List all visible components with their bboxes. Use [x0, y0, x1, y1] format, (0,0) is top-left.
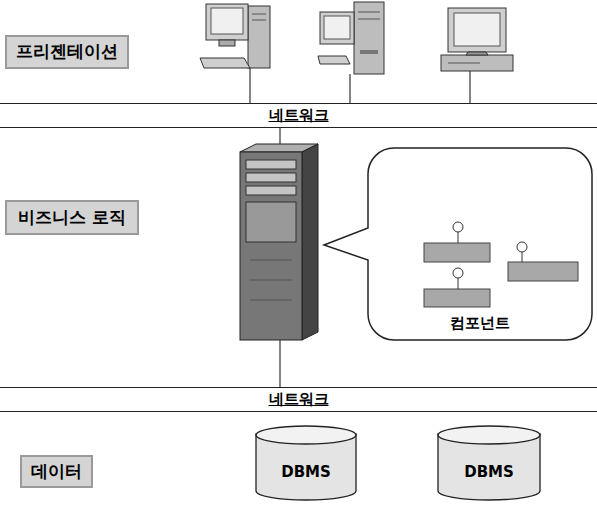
- computer-icon-part: [248, 6, 270, 68]
- tier-label: 데이터: [20, 455, 93, 488]
- callout-bubble: 컴포넌트: [368, 148, 592, 340]
- component-icon: [508, 242, 578, 281]
- computer-icon-part: [448, 63, 480, 64]
- computer-icon-part: [318, 56, 350, 64]
- server-icon-part: [250, 300, 292, 301]
- tier-name: 데이터: [31, 462, 82, 482]
- callout-label: 컴포넌트: [450, 315, 510, 332]
- server-icon-part: [246, 186, 296, 195]
- computer-icon-part: [360, 50, 378, 54]
- computer-icon: [441, 8, 513, 103]
- server-icon-part: [302, 144, 318, 340]
- network-label: 네트워크: [269, 107, 329, 124]
- network-label: 네트워크: [269, 391, 329, 408]
- tier-label: 프리젠테이션: [5, 35, 129, 69]
- computer-icon-part: [252, 14, 266, 15]
- tier-name: 프리젠테이션: [16, 42, 118, 62]
- server-icon-part: [250, 260, 292, 261]
- cylinder-top: [438, 426, 540, 444]
- component-icon-part: [508, 262, 578, 281]
- computer-icon-part: [320, 12, 354, 44]
- component-icon-part: [453, 268, 463, 278]
- callout-outline: [368, 148, 592, 340]
- computer-icon-part: [349, 74, 350, 103]
- computer-icon-part: [249, 68, 250, 103]
- callout-outline: [324, 148, 592, 340]
- database-label: DBMS: [281, 464, 331, 481]
- server-icon-part: [240, 152, 302, 340]
- component-icon-part: [522, 252, 523, 262]
- computer-icon: [318, 2, 384, 103]
- computer-icon-part: [358, 19, 380, 20]
- tier-name: 비즈니스 로직: [18, 208, 126, 228]
- computer-icon-part: [358, 12, 380, 13]
- computer-icon-part: [354, 2, 384, 74]
- cylinder-outline: [437, 425, 541, 501]
- computer-icon-part: [469, 71, 470, 103]
- component-icon-part: [458, 278, 459, 289]
- server-icon-part: [279, 340, 280, 387]
- component-icon: [424, 268, 490, 307]
- server-icon: [240, 125, 318, 387]
- component-icon-part: [453, 222, 463, 232]
- computer-icon-part: [211, 8, 243, 34]
- database-cylinder: DBMS: [437, 425, 541, 501]
- computer-icon-part: [200, 58, 250, 68]
- computer-icon-part: [252, 20, 266, 21]
- cylinder-outline: [255, 425, 357, 501]
- component-icon-part: [517, 242, 527, 252]
- component-icon-part: [458, 232, 459, 243]
- computer-icon-part: [448, 8, 506, 52]
- computer-icon-part: [324, 16, 350, 39]
- component-icon: [424, 222, 490, 262]
- tier-label: 비즈니스 로직: [5, 200, 139, 235]
- server-icon-part: [246, 202, 296, 242]
- computer-icon-part: [219, 40, 235, 46]
- component-icon-part: [424, 243, 490, 262]
- database-label: DBMS: [464, 464, 514, 481]
- computer-icon-part: [454, 13, 500, 46]
- computer-icon-part: [441, 55, 513, 71]
- database-cylinder: DBMS: [255, 425, 357, 501]
- cylinder-top: [256, 426, 356, 444]
- network-band: 네트워크: [0, 103, 597, 128]
- network-band: 네트워크: [0, 387, 597, 412]
- computer-icon-part: [206, 4, 248, 40]
- component-icon-part: [424, 289, 490, 307]
- server-icon-part: [246, 160, 296, 169]
- computer-icon-part: [466, 52, 488, 55]
- computer-icon: [200, 4, 270, 103]
- server-icon-part: [250, 280, 292, 281]
- server-icon-part: [246, 173, 296, 182]
